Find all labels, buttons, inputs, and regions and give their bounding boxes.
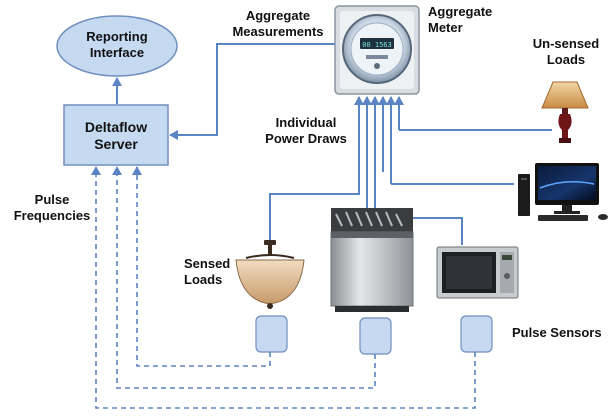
deltaflow-server-node <box>63 104 169 166</box>
pulse-sensors-label: Pulse Sensors <box>512 325 602 340</box>
pulse-sensor-2 <box>359 317 392 355</box>
microwave-icon <box>436 246 519 299</box>
desktop-computer-icon <box>518 163 608 221</box>
microwave-power-arrow <box>370 96 463 245</box>
pulse-frequencies-label: Pulse Frequencies <box>13 192 91 223</box>
pulse-line-1 <box>132 166 271 367</box>
deltaflow-server-label: Deltaflow Server <box>84 119 148 152</box>
sensed-loads-label: Sensed Loads <box>184 256 231 287</box>
reporting-interface-label: Reporting Interface <box>86 29 148 60</box>
aggregate-measurements-arrow <box>169 43 335 140</box>
pulse-line-3 <box>91 166 476 409</box>
meter-reading: 00 1563 <box>362 41 392 49</box>
dishwasher-icon <box>330 208 414 312</box>
table-lamp-icon <box>541 81 589 143</box>
pulse-sensor-1 <box>255 315 288 353</box>
unsensed-loads-label: Un-sensed Loads <box>532 36 600 67</box>
aggregate-meter-label: Aggregate Meter <box>428 4 493 35</box>
electric-meter-icon: 00 1563 <box>334 5 420 95</box>
individual-power-draws-label: Individual Power Draws <box>265 115 347 146</box>
ceiling-lamp-power-arrow <box>269 96 364 240</box>
pulse-line-2 <box>112 166 376 389</box>
pulse-sensor-3 <box>460 315 493 353</box>
ceiling-lamp-icon <box>235 240 305 309</box>
reporting-interface-node <box>56 15 178 77</box>
aggregate-measurements-label: Aggregate Measurements <box>232 8 324 39</box>
